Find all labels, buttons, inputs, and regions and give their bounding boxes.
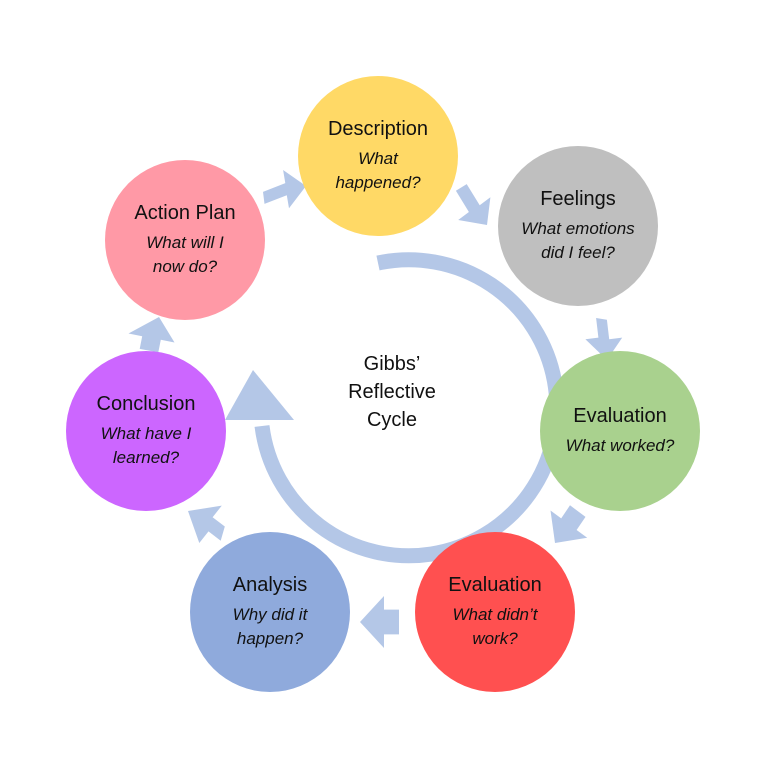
stage-question: Why did it happen? [232, 605, 308, 648]
connector-arrow-4 [550, 505, 588, 543]
connector-arrow-5 [360, 596, 399, 648]
connector-arrow-7 [128, 317, 175, 353]
connector-arrow-1 [263, 170, 306, 209]
center-title: Gibbs’ Reflective Cycle [348, 353, 436, 431]
stage-title: Conclusion [96, 393, 196, 415]
stage-question: What emotions did I feel? [521, 219, 635, 262]
stage-question: What will I now do? [146, 233, 224, 276]
stage-title: Evaluation [448, 574, 542, 596]
stage-question: What have I learned? [100, 424, 192, 467]
stage-title: Feelings [540, 188, 616, 210]
stage-evaluation-didnt-work: Evaluation What didn’t work? [415, 532, 575, 692]
stage-question: What happened? [335, 149, 421, 192]
stage-question: What didn’t work? [452, 605, 538, 648]
stage-conclusion: Conclusion What have I learned? [66, 351, 226, 511]
stage-action-plan: Action Plan What will I now do? [105, 160, 265, 320]
stage-feelings: Feelings What emotions did I feel? [498, 146, 658, 306]
stage-title: Action Plan [134, 202, 236, 224]
center-cycle-arrowhead [225, 370, 294, 420]
stage-evaluation-worked: Evaluation What worked? [540, 351, 700, 511]
stage-title: Evaluation [573, 405, 667, 427]
stage-description: Description What happened? [298, 76, 458, 236]
center-cycle-arc [254, 252, 565, 564]
connector-arrow-6 [188, 505, 225, 543]
connector-arrow-2 [455, 184, 491, 225]
stage-analysis: Analysis Why did it happen? [190, 532, 350, 692]
connector-arrow-3 [585, 318, 623, 360]
stage-question: What worked? [565, 436, 675, 455]
stage-title: Description [327, 118, 429, 140]
stage-title: Analysis [232, 574, 308, 596]
